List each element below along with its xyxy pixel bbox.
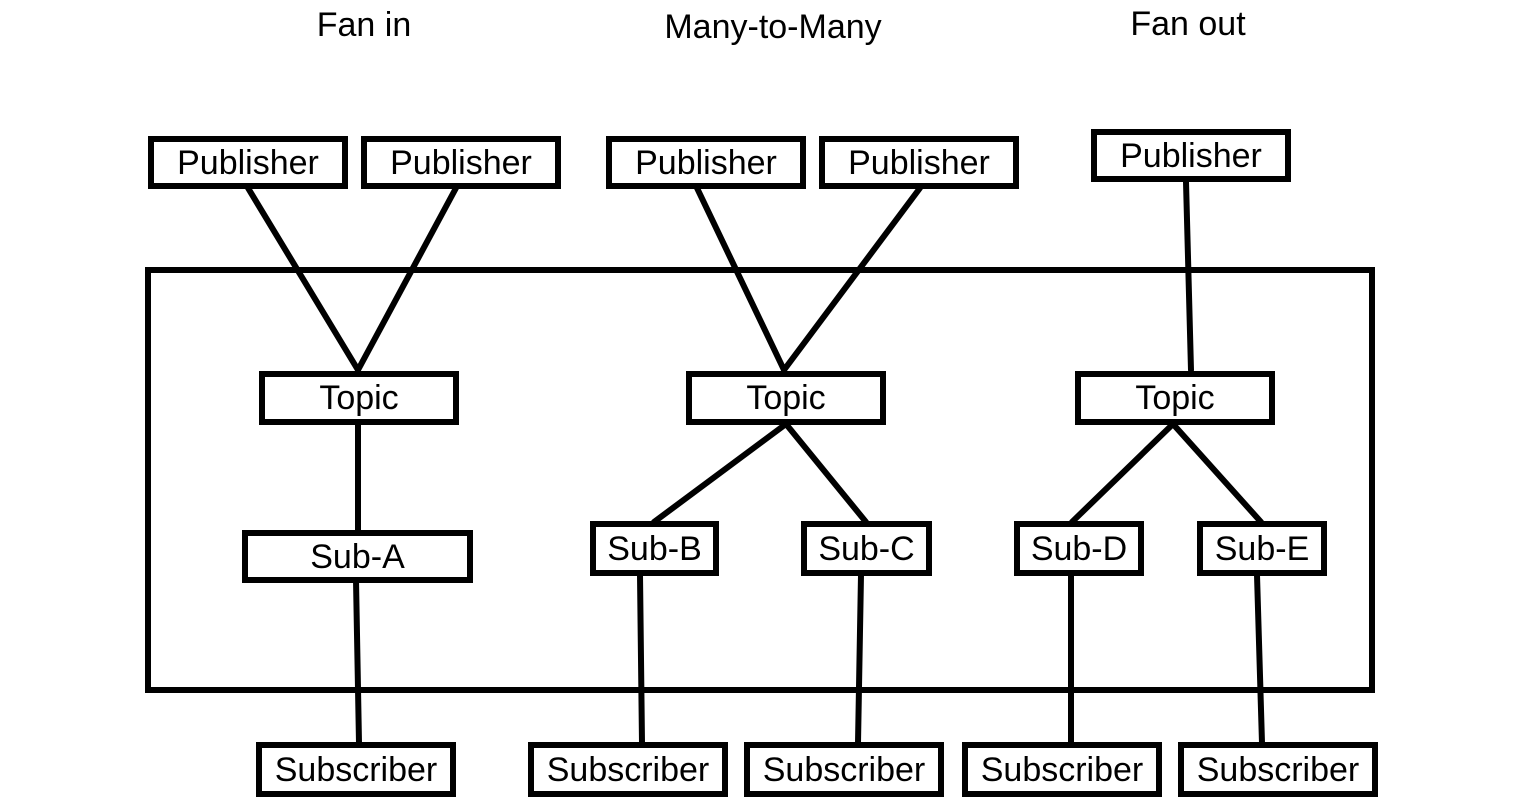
publisher-node: Publisher xyxy=(361,136,561,189)
subscription-node: Sub-A xyxy=(242,530,473,583)
subscriber-node: Subscriber xyxy=(1178,742,1378,797)
subscription-node: Sub-E xyxy=(1197,521,1327,576)
subscription-node: Sub-D xyxy=(1014,521,1144,576)
subscription-node: Sub-C xyxy=(801,521,932,576)
edge-pub5-topic3 xyxy=(1183,179,1194,373)
edge-subc-subscriber3 xyxy=(855,572,864,746)
edge-topic2-subc xyxy=(783,421,869,525)
edge-pub1-topic1 xyxy=(245,185,361,373)
publisher-node: Publisher xyxy=(606,136,806,189)
edge-pub4-topic2 xyxy=(781,185,923,373)
pubsub-service-boundary xyxy=(145,267,1375,693)
edge-pub3-topic2 xyxy=(694,185,787,373)
topic-node: Topic xyxy=(1075,371,1275,425)
edge-suba-subscriber1 xyxy=(353,577,362,746)
subscriber-node: Subscriber xyxy=(962,742,1162,797)
topic-node: Topic xyxy=(259,371,459,425)
heading-many-to-many: Many-to-Many xyxy=(664,8,882,46)
edge-pub2-topic1 xyxy=(355,185,459,373)
edge-topic3-sube xyxy=(1170,421,1264,525)
subscription-node: Sub-B xyxy=(590,521,719,576)
publisher-node: Publisher xyxy=(1091,129,1291,182)
heading-fan-out: Fan out xyxy=(1130,5,1246,43)
heading-fan-in: Fan in xyxy=(316,6,412,44)
subscriber-node: Subscriber xyxy=(528,742,728,797)
publisher-node: Publisher xyxy=(819,136,1019,189)
subscriber-node: Subscriber xyxy=(256,742,456,797)
edge-topic2-subb xyxy=(651,421,789,525)
edge-sube-subscriber5 xyxy=(1254,572,1265,746)
edge-topic3-subd xyxy=(1069,421,1176,525)
edge-subb-subscriber2 xyxy=(637,572,645,746)
subscriber-node: Subscriber xyxy=(744,742,944,797)
publisher-node: Publisher xyxy=(148,136,348,189)
topic-node: Topic xyxy=(686,371,886,425)
